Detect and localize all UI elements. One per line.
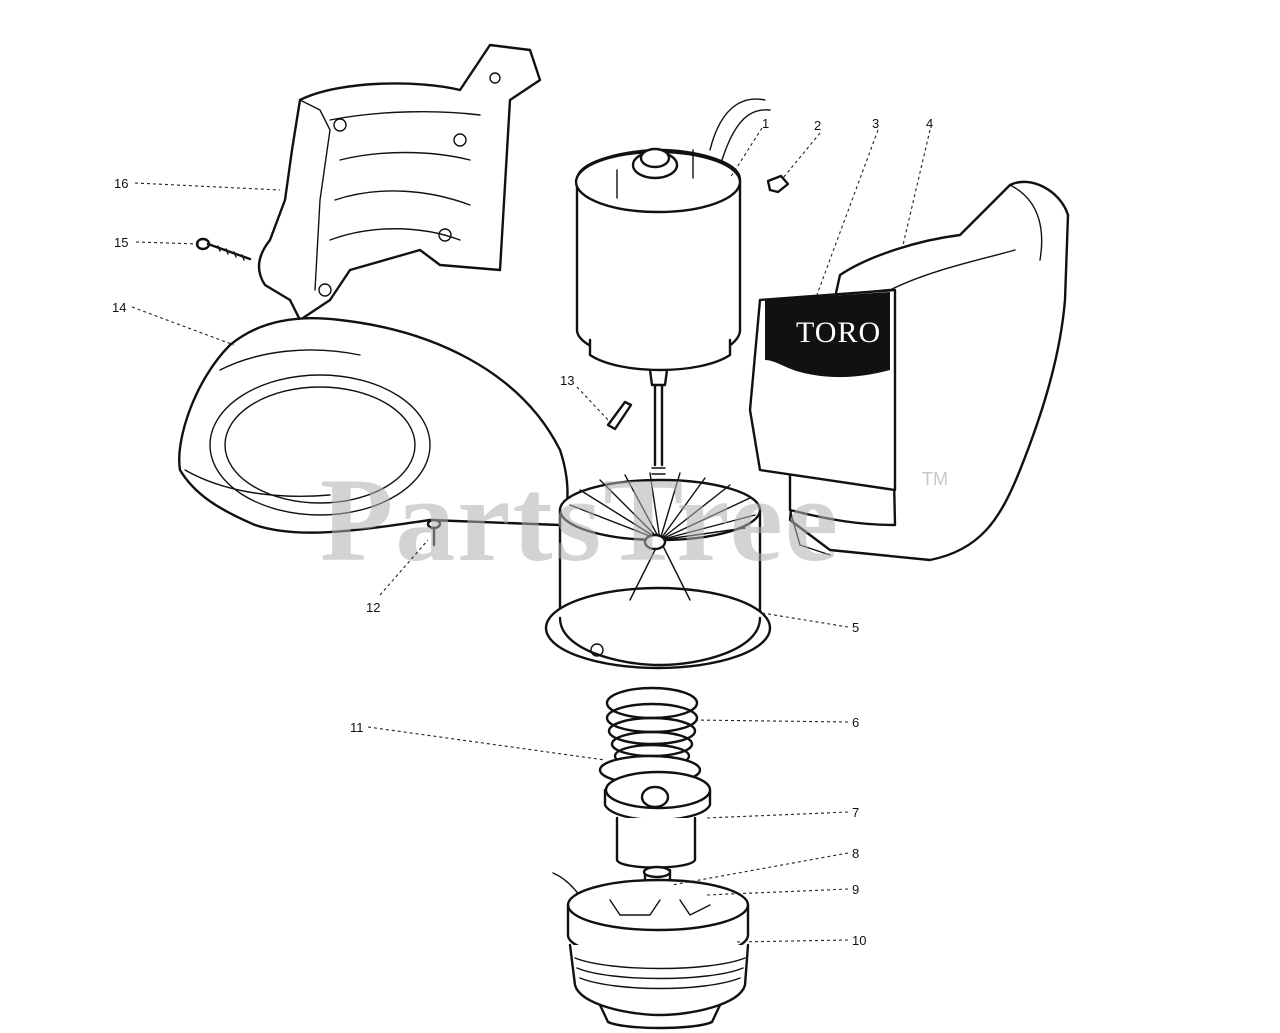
callout-5[interactable]: 5 — [852, 620, 859, 635]
leader-lines — [131, 127, 931, 943]
callout-13[interactable]: 13 — [560, 373, 574, 388]
watermark-text: PartsTree — [320, 453, 840, 586]
part-13-pin[interactable] — [606, 400, 633, 431]
callout-7[interactable]: 7 — [852, 805, 859, 820]
part-10-bump-knob[interactable] — [568, 943, 750, 1030]
part-2-nut[interactable] — [766, 174, 790, 194]
callout-11[interactable]: 11 — [350, 720, 364, 735]
toro-logo-text: TORO — [796, 316, 881, 349]
part-1-motor[interactable] — [574, 98, 771, 487]
part-12-screw[interactable] — [426, 518, 442, 547]
callout-10[interactable]: 10 — [852, 933, 866, 948]
callout-labels: 1 2 3 4 5 6 7 8 9 10 11 12 13 14 15 16 — [112, 116, 933, 948]
callout-12[interactable]: 12 — [366, 600, 380, 615]
callout-8[interactable]: 8 — [852, 846, 859, 861]
callout-1[interactable]: 1 — [762, 116, 769, 131]
part-14-shield[interactable] — [178, 317, 569, 534]
part-7-spool-hub[interactable] — [603, 770, 712, 869]
callout-16[interactable]: 16 — [114, 176, 128, 191]
callout-3[interactable]: 3 — [872, 116, 879, 131]
callout-9[interactable]: 9 — [852, 882, 859, 897]
callout-14[interactable]: 14 — [112, 300, 126, 315]
callout-2[interactable]: 2 — [814, 118, 821, 133]
part-15-screw[interactable] — [195, 237, 252, 261]
part-5-fan-housing[interactable] — [544, 472, 772, 670]
part-3-decal[interactable]: TORO — [748, 288, 897, 492]
part-9-spool[interactable] — [552, 872, 750, 962]
callout-4[interactable]: 4 — [926, 116, 933, 131]
callout-6[interactable]: 6 — [852, 715, 859, 730]
part-16-upper-housing[interactable] — [257, 43, 542, 322]
callout-15[interactable]: 15 — [114, 235, 128, 250]
part-6-spring[interactable] — [605, 686, 699, 769]
watermark-trademark: TM — [922, 469, 948, 489]
